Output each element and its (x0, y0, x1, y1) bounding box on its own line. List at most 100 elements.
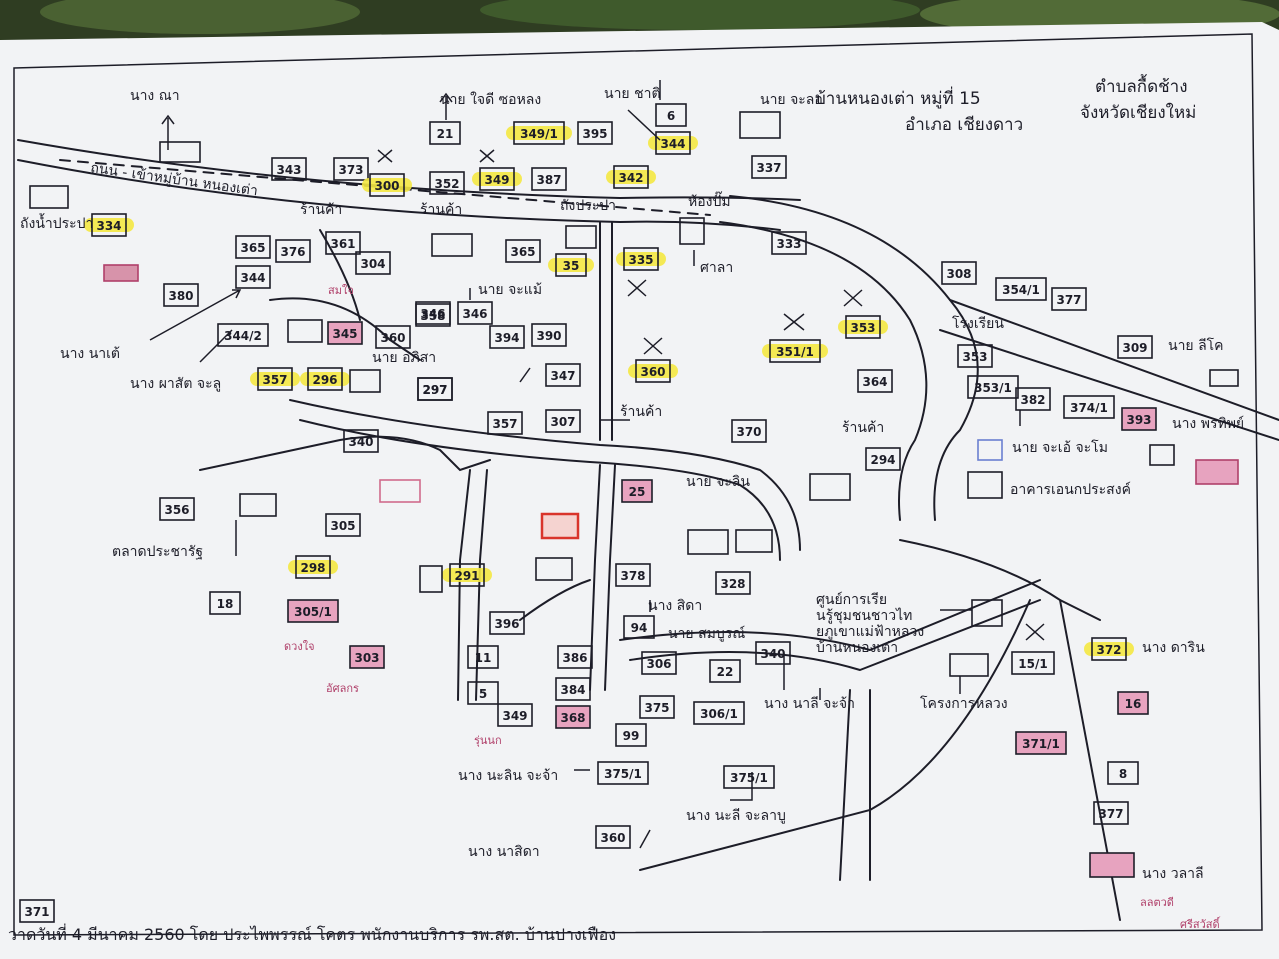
house-number: 307 (550, 415, 575, 429)
house-number: 303 (354, 651, 379, 665)
house-396: 396 (489, 611, 525, 635)
house-22: 22 (709, 659, 741, 683)
south-road-d (604, 464, 616, 691)
house-number: 365 (240, 241, 265, 255)
house-number: 357 (262, 373, 287, 387)
house-box (1093, 801, 1129, 825)
house-344/2: 344/2 (217, 323, 269, 347)
landmark-person-8: นาง พรทิพย์ (1172, 415, 1244, 432)
house-number: 375/1 (730, 771, 768, 785)
house-box (540, 512, 580, 540)
landmark-person-10: นาง นะลิน จะจ้า (458, 768, 558, 784)
house-box (687, 529, 729, 555)
house-box (1091, 637, 1127, 661)
house-346: 346 (457, 301, 493, 325)
arrows (149, 80, 1021, 849)
house-box (1121, 407, 1157, 431)
house-number: 297 (422, 383, 447, 397)
house-box (639, 695, 675, 719)
house-number: 344/2 (224, 329, 262, 343)
landmark-pump-shed: ห้องปั๊ม (688, 191, 731, 210)
house-number: 297 (422, 383, 447, 397)
house-340: 340 (755, 641, 791, 665)
house-box (379, 479, 421, 503)
house-306: 306 (641, 651, 677, 675)
landmark-person-18: นาง สิดา (648, 598, 702, 614)
house-box (545, 409, 581, 433)
house-box (949, 653, 989, 677)
house-box (325, 231, 361, 255)
curve-road-1 (269, 297, 421, 361)
house-box (415, 303, 451, 327)
house-number: 394 (494, 331, 519, 345)
house-box (257, 367, 293, 391)
house-box (349, 369, 381, 393)
house-number: 353 (850, 321, 875, 335)
landmark-person-9: ตลาดประชารัฐ (112, 544, 203, 560)
house-number: 308 (946, 267, 971, 281)
house-375/1: 375/1 (597, 761, 649, 785)
house-351/1: 351/1 (762, 339, 828, 363)
east-branch-bottom (939, 329, 1279, 441)
landmark-person-19: นาง ณา (130, 88, 180, 104)
house-303: 303 (349, 645, 385, 669)
house-box (29, 185, 69, 209)
house-357: 357 (250, 367, 300, 391)
yellow-highlight (300, 372, 350, 386)
house-box (597, 761, 649, 785)
yellow-highlight (616, 252, 666, 266)
house-number: 343 (276, 163, 301, 177)
house-300: 300 (362, 173, 412, 197)
house-number: 371/1 (1022, 737, 1060, 751)
landmark-person-16: นาง ดาริน (1142, 640, 1205, 656)
house-box (715, 571, 751, 595)
house-box (739, 111, 781, 139)
house-21: 21 (429, 121, 461, 145)
house-386: 386 (557, 645, 593, 669)
house-number: 349 (502, 709, 527, 723)
house-box (655, 103, 687, 127)
house-box (159, 497, 195, 521)
house-number: 361 (330, 237, 355, 251)
house-box (327, 321, 363, 345)
house-box (1117, 691, 1149, 715)
yellow-highlight (442, 568, 492, 582)
yellow-highlight (838, 320, 888, 334)
house-number: 304 (360, 257, 385, 271)
house-394: 394 (489, 325, 525, 349)
house-box (1117, 335, 1153, 359)
house-box (333, 157, 369, 181)
house-number: 377 (1098, 807, 1123, 821)
pink-note: ดวงใจ (284, 640, 315, 653)
house-box (103, 264, 139, 282)
house-box (555, 677, 591, 701)
house-number: 372 (1096, 643, 1121, 657)
house-number: 378 (620, 569, 645, 583)
house-box (693, 701, 745, 725)
landmark-person-6: นาย จะลอ (760, 92, 823, 108)
landmark-person-20: นาย ชาติ (604, 86, 661, 102)
house-344: 344 (235, 265, 271, 289)
house-291: 291 (442, 563, 492, 587)
house-box (941, 261, 977, 285)
house-box (967, 471, 1003, 499)
house-box (735, 529, 773, 553)
house-370: 370 (731, 419, 767, 443)
house-343: 343 (271, 157, 307, 181)
house-box (845, 315, 881, 339)
house-344: 344 (648, 131, 698, 155)
house-number: 349 (484, 173, 509, 187)
cross-marks (377, 109, 1045, 641)
house-box (731, 419, 767, 443)
house-352: 352 (429, 171, 465, 195)
house-box (449, 563, 485, 587)
house-box (679, 217, 705, 245)
house-box (239, 493, 277, 517)
yellow-highlight (362, 178, 412, 192)
map-title-line2: อำเภอ เชียงดาว (905, 115, 1023, 135)
house-372: 372 (1084, 637, 1134, 661)
house-305: 305 (325, 513, 361, 537)
house-box (417, 377, 453, 401)
house-box (1107, 761, 1139, 785)
